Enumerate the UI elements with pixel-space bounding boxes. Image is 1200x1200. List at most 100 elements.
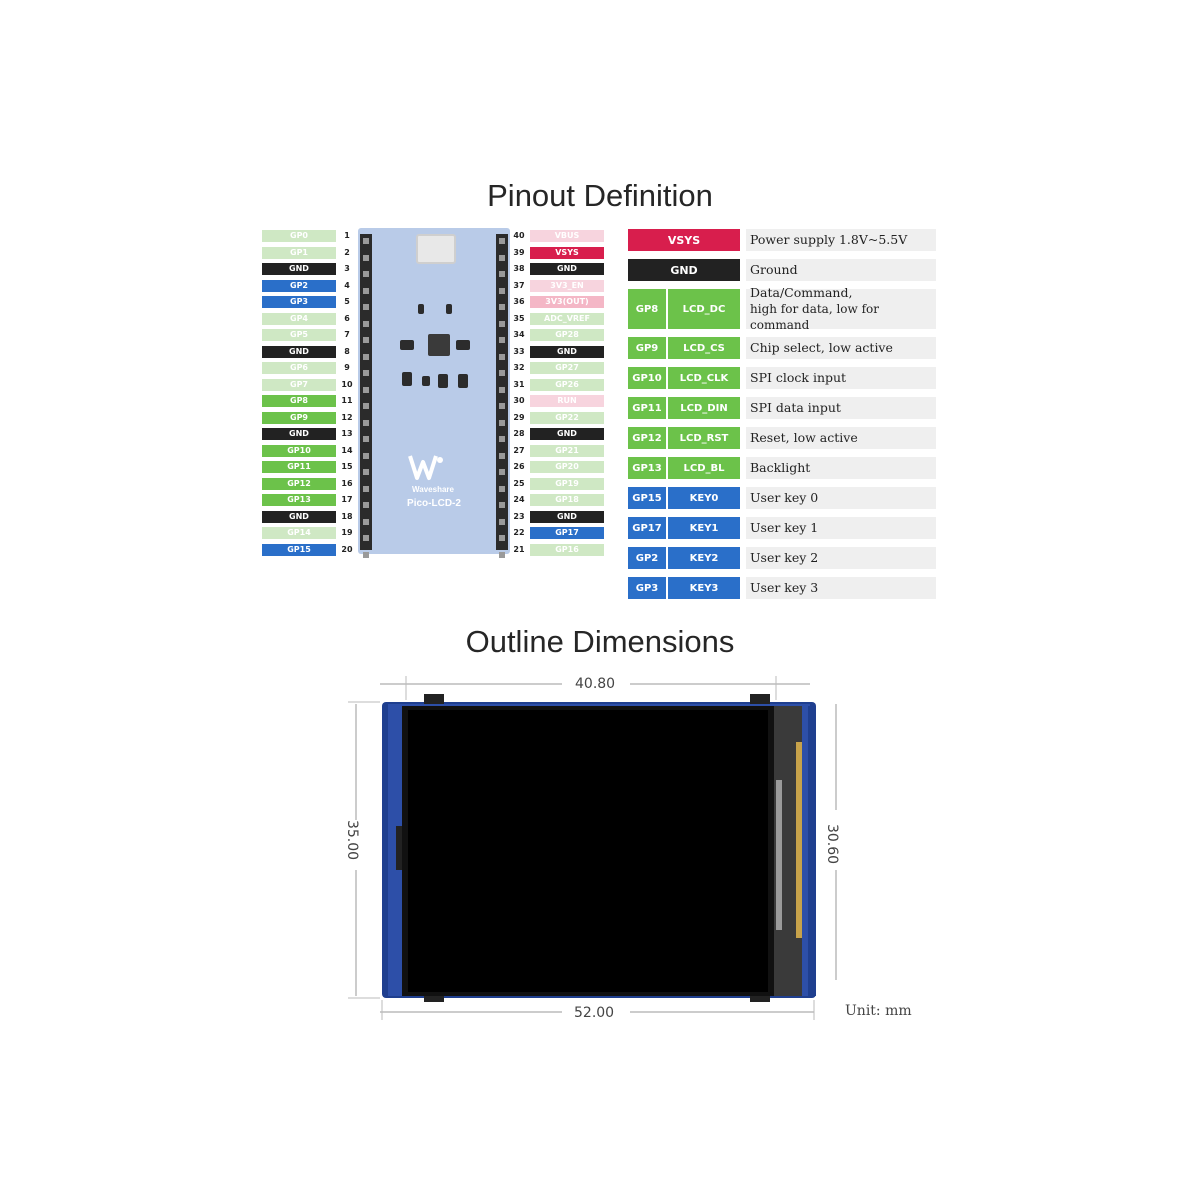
board-model: Pico-LCD-2 (407, 498, 461, 509)
pin-number: 19 (341, 528, 353, 537)
pin-label: GP16 (530, 543, 604, 556)
pin-number: 34 (513, 330, 525, 339)
pin-label: GP8 (262, 395, 336, 407)
pin-label: RUN (530, 395, 604, 407)
pin-number: 4 (344, 280, 350, 290)
pin-number: 27 (513, 445, 525, 455)
chip (458, 374, 468, 388)
pin-label: GP28 (530, 329, 604, 341)
description-cell: Reset, low active (746, 427, 936, 449)
pin-label: GP1 (262, 246, 336, 259)
function-cell: LCD_CS (668, 337, 740, 359)
pin-label: GP26 (530, 378, 604, 391)
function-cell: KEY0 (668, 487, 740, 509)
outline-drawing (348, 676, 837, 1020)
description-line: Data/Command, (750, 285, 853, 300)
header-pin (363, 370, 369, 376)
pin-number: 36 (513, 297, 525, 306)
header-pin (499, 320, 505, 327)
pin-label: GP15 (262, 543, 336, 556)
header-pin (363, 337, 369, 343)
header-pin (499, 238, 505, 244)
chip (456, 340, 470, 350)
pcb-edge (808, 706, 816, 996)
gpio-cell: GP8 (628, 289, 666, 329)
gpio-cell: GP11 (628, 397, 666, 419)
function-cell: KEY3 (668, 577, 740, 599)
header-pin (363, 403, 369, 409)
pin-number: 15 (341, 462, 353, 471)
pin-number: 14 (341, 445, 353, 455)
function-cell: LCD_RST (668, 427, 740, 449)
gpio-cell: GP15 (628, 487, 666, 509)
header-pin (363, 452, 369, 459)
header-pin (363, 436, 369, 442)
pin-label: GP13 (262, 494, 336, 506)
header-pin (363, 551, 369, 558)
pin-number: 20 (341, 544, 353, 554)
pin-label: GND (530, 510, 604, 523)
pin-number: 7 (344, 330, 350, 339)
function-cell: LCD_BL (668, 457, 740, 479)
description-cell: Data/Command, high for data, low for comm… (746, 285, 936, 332)
header-pin (499, 271, 505, 277)
pin-number: 11 (341, 396, 353, 405)
pin-label: VSYS (530, 246, 604, 259)
header-pin (499, 287, 505, 294)
pin-label: GP19 (530, 477, 604, 490)
pin-number: 37 (513, 280, 525, 290)
header-pin (363, 502, 369, 508)
header-pin (499, 485, 505, 492)
header-pin (363, 386, 369, 393)
pin-number: 12 (341, 412, 353, 422)
pin-label: GP21 (530, 444, 604, 457)
pin-label: GP18 (530, 494, 604, 506)
pin-number: 13 (341, 429, 353, 438)
pin-number: 25 (513, 478, 525, 488)
header-pin (499, 518, 505, 525)
gpio-cell: GP9 (628, 337, 666, 359)
description-line: high for data, low for command (750, 302, 879, 332)
chip (428, 334, 450, 356)
description-cell: Chip select, low active (746, 337, 936, 359)
pin-label: GP11 (262, 461, 336, 473)
pin-number: 33 (513, 346, 525, 356)
pin-label: GP0 (262, 230, 336, 242)
pin-name-cell: VSYS (628, 229, 740, 251)
pin-label: VBUS (530, 230, 604, 242)
gpio-cell: GP13 (628, 457, 666, 479)
header-pin (363, 320, 369, 327)
gpio-cell: GP17 (628, 517, 666, 539)
gpio-cell: GP2 (628, 547, 666, 569)
chip (402, 372, 412, 386)
lcd-active-area (408, 710, 768, 992)
pin-label: GP6 (262, 362, 336, 374)
pin-number: 31 (513, 379, 525, 389)
pin-label: GP20 (530, 461, 604, 473)
pin-label: GND (530, 345, 604, 358)
flex-cable (796, 742, 802, 938)
pico-lcd-board: Waveshare Pico-LCD-2 (358, 228, 510, 558)
header-pin (499, 419, 505, 426)
pin-number: 26 (513, 462, 525, 471)
header-pin (499, 535, 505, 541)
header-pin (363, 271, 369, 277)
pin-label: GP27 (530, 362, 604, 374)
board-brand: Waveshare (412, 485, 454, 494)
pin-label: GND (262, 510, 336, 523)
description-cell: Power supply 1.8V~5.5V (746, 229, 936, 251)
header-pin (363, 353, 369, 360)
pin-number: 6 (344, 313, 350, 323)
pin-number: 23 (513, 511, 525, 521)
header-pin (499, 353, 505, 360)
pin-number: 3 (344, 264, 350, 273)
usb-connector (416, 234, 456, 264)
pin-table-row: VSYS Power supply 1.8V~5.5V (628, 229, 936, 251)
chip (446, 304, 452, 314)
